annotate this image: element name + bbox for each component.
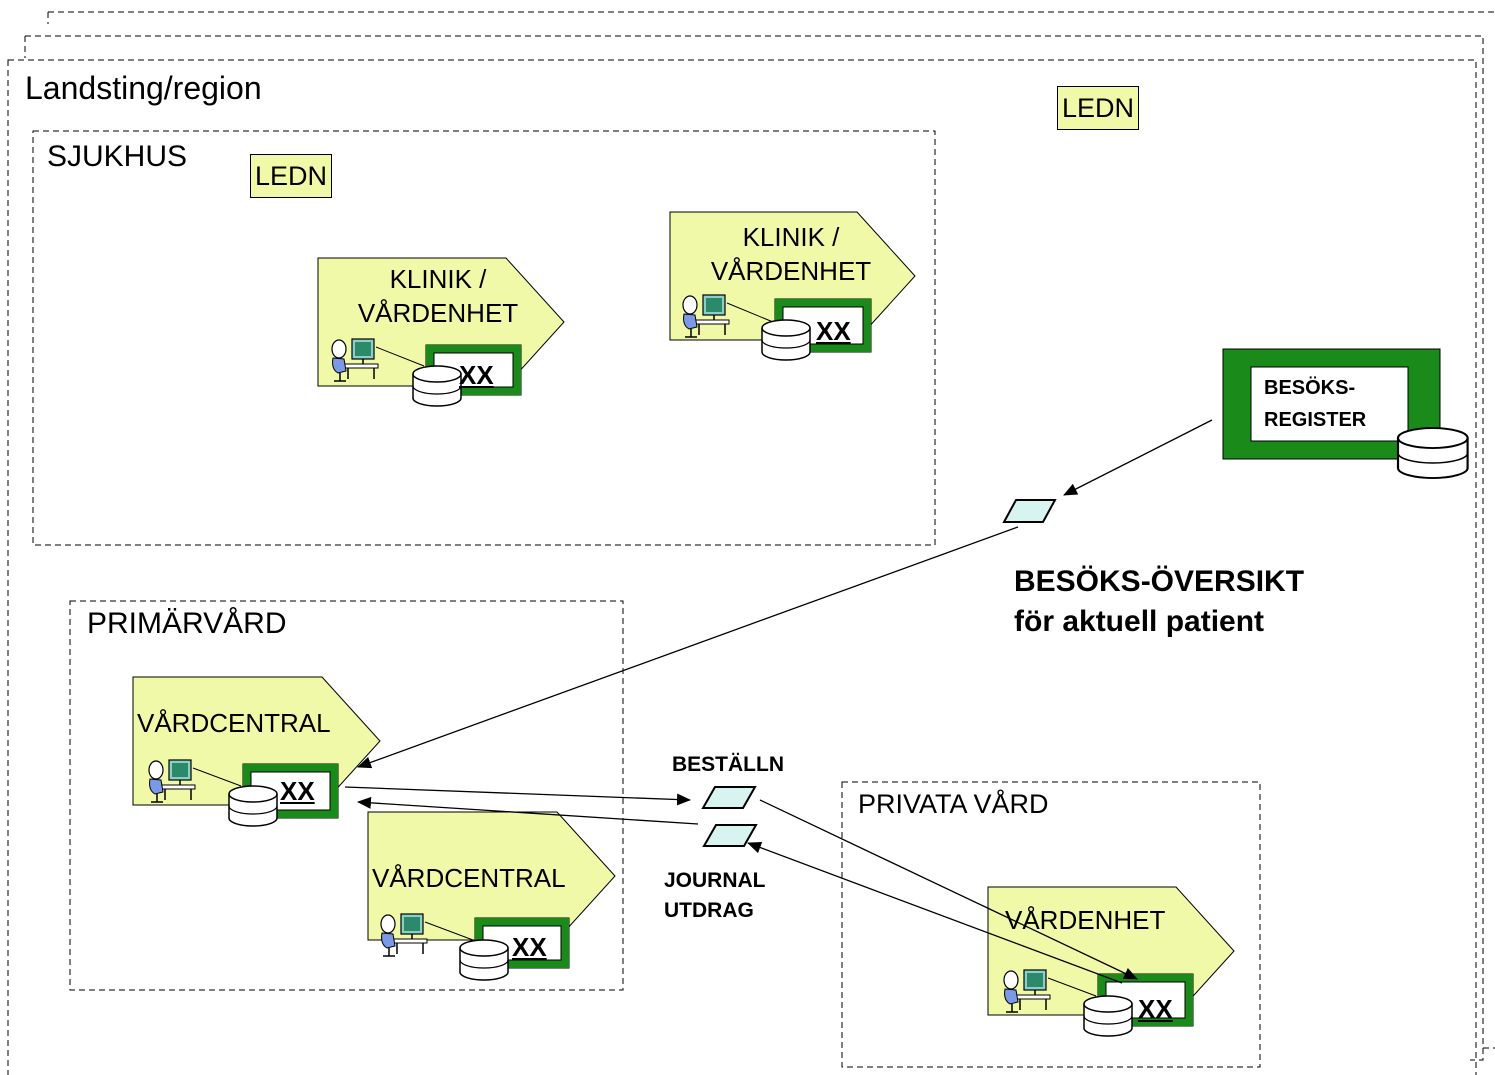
privata-unit-system-label: XX [1138, 994, 1173, 1024]
database-icon [228, 785, 278, 827]
sjukhus-title: SJUKHUS [47, 140, 188, 173]
primar-unit-2-system-label: XX [512, 932, 547, 962]
region-title: Landsting/region [25, 70, 262, 106]
unit-title-line-1: KLINIK / [389, 264, 487, 294]
database-icon [1083, 995, 1133, 1037]
overview-label-line-1: BESÖKS-ÖVERSIKT [1014, 565, 1305, 598]
registry-label-line-2: REGISTER [1264, 409, 1367, 431]
database-icon [412, 365, 462, 407]
user-system-links [192, 302, 1097, 997]
system-frame [425, 344, 522, 396]
unit-title-line-2: VÅRDENHET [357, 298, 519, 328]
privata-title: PRIVATA VÅRD [858, 789, 1049, 819]
extract-label-line-2: UTDRAG [664, 899, 754, 922]
extract-label: JOURNAL UTDRAG [664, 866, 766, 926]
database-icon [1396, 426, 1469, 480]
unit-title-line-1: KLINIK / [742, 222, 840, 252]
database-icon [459, 939, 509, 981]
sjukhus-unit-2-system-label: XX [816, 316, 851, 346]
order-message-icon [701, 786, 757, 809]
unit-title-line-2: VÅRDENHET [710, 256, 872, 286]
privata-frame [841, 781, 1261, 1068]
primar-unit-1-system-label: XX [280, 776, 315, 806]
primar-unit-2-shape [367, 811, 616, 941]
sjukhus-frame [32, 130, 936, 546]
sjukhus-unit-2-title: KLINIK / VÅRDENHET [680, 220, 902, 288]
primar-unit-1-title: VÅRDCENTRAL [137, 708, 331, 738]
registry-label: BESÖKS- REGISTER [1264, 372, 1366, 436]
registry-label-line-1: BESÖKS- [1264, 377, 1356, 399]
overview-label-line-2: för aktuell patient [1014, 605, 1265, 638]
overview-message-icon [1002, 499, 1057, 523]
region-frame [7, 59, 1477, 1075]
region-frame-stack [7, 11, 1495, 1075]
region-ledn-badge: LEDN [1057, 86, 1140, 130]
database-icon [761, 319, 811, 361]
order-label: BESTÄLLN [672, 753, 784, 776]
primar-unit-2-title: VÅRDCENTRAL [372, 863, 566, 893]
extract-message-icon [702, 824, 758, 847]
flow-arrows [344, 419, 1213, 984]
sjukhus-ledn-badge: LEDN [250, 154, 333, 198]
extract-label-line-1: JOURNAL [664, 869, 766, 892]
primarvard-title: PRIMÄRVÅRD [87, 607, 287, 640]
sjukhus-unit-1-system-label: XX [459, 360, 494, 390]
privata-unit-title: VÅRDENHET [1005, 905, 1166, 935]
sjukhus-unit-1-title: KLINIK / VÅRDENHET [326, 262, 550, 330]
registry-frame [1222, 348, 1441, 460]
overview-label: BESÖKS-ÖVERSIKT för aktuell patient [1014, 562, 1304, 642]
